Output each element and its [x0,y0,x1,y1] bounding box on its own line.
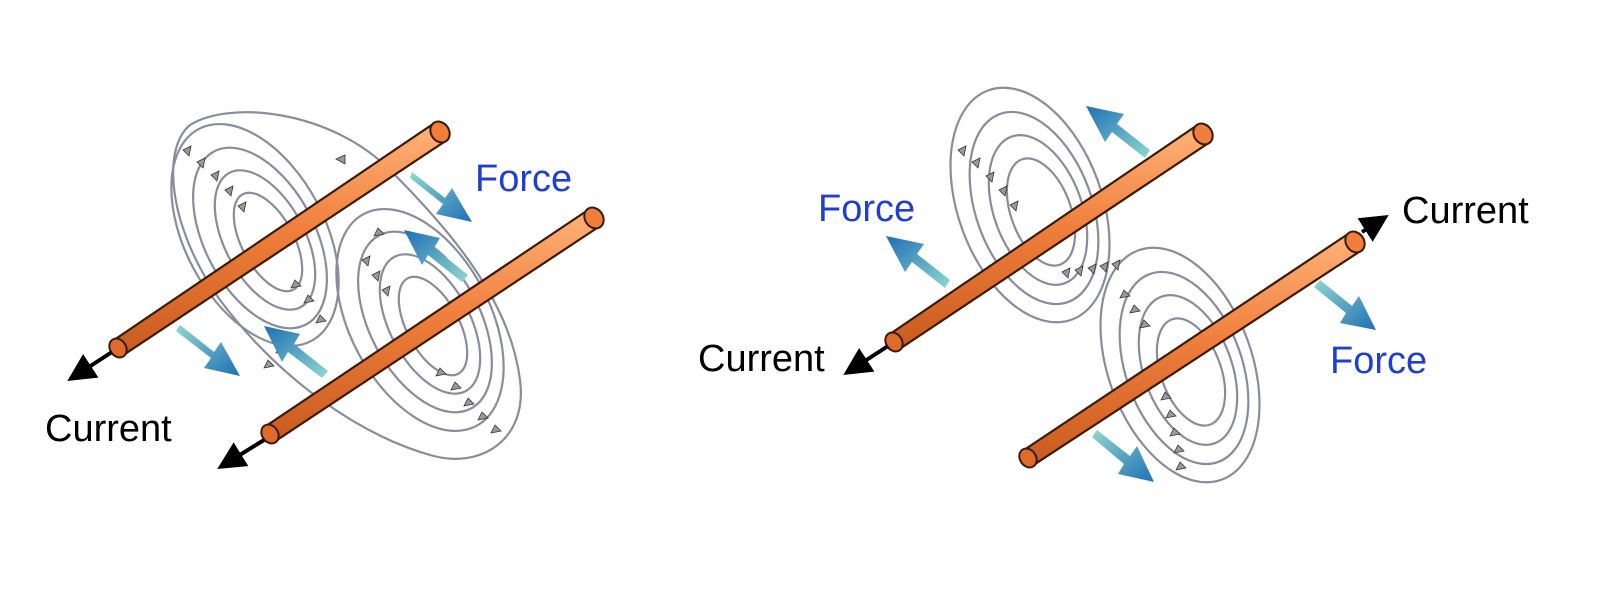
right-force-arrow-top [1086,106,1150,158]
right-current-arrow-right [1357,214,1389,242]
left-wire-2 [260,206,605,445]
left-force-label: Force [475,158,573,200]
left-wire-1 [108,120,451,359]
right-current-label-right: Current [1402,190,1529,232]
right-field-arrowheads [957,145,1187,471]
right-panel [843,86,1389,484]
right-wire-2 [1018,230,1366,469]
left-field-lines-wire-1 [170,122,340,348]
left-field-arrowheads [182,145,502,434]
right-force-label-left: Force [818,188,916,230]
left-panel [67,111,605,469]
left-current-label: Current [45,408,172,450]
left-force-arrow-mid [404,230,468,282]
right-force-arrow-left [886,236,950,288]
right-current-arrow-left [843,344,890,376]
left-current-arrow-1 [67,350,114,382]
left-force-arrow-bottom-mid [264,326,328,378]
right-force-arrow-right [1314,280,1376,330]
left-current-arrow-2 [217,438,266,469]
right-force-label-right: Force [1330,340,1428,382]
left-force-arrow-bottom-left [176,325,240,376]
right-force-arrow-bottom [1092,430,1154,482]
right-field-lines-wire-1 [949,86,1111,324]
left-force-arrow-top [410,172,472,222]
right-wire-1 [884,122,1214,353]
right-current-label-left: Current [698,338,825,380]
